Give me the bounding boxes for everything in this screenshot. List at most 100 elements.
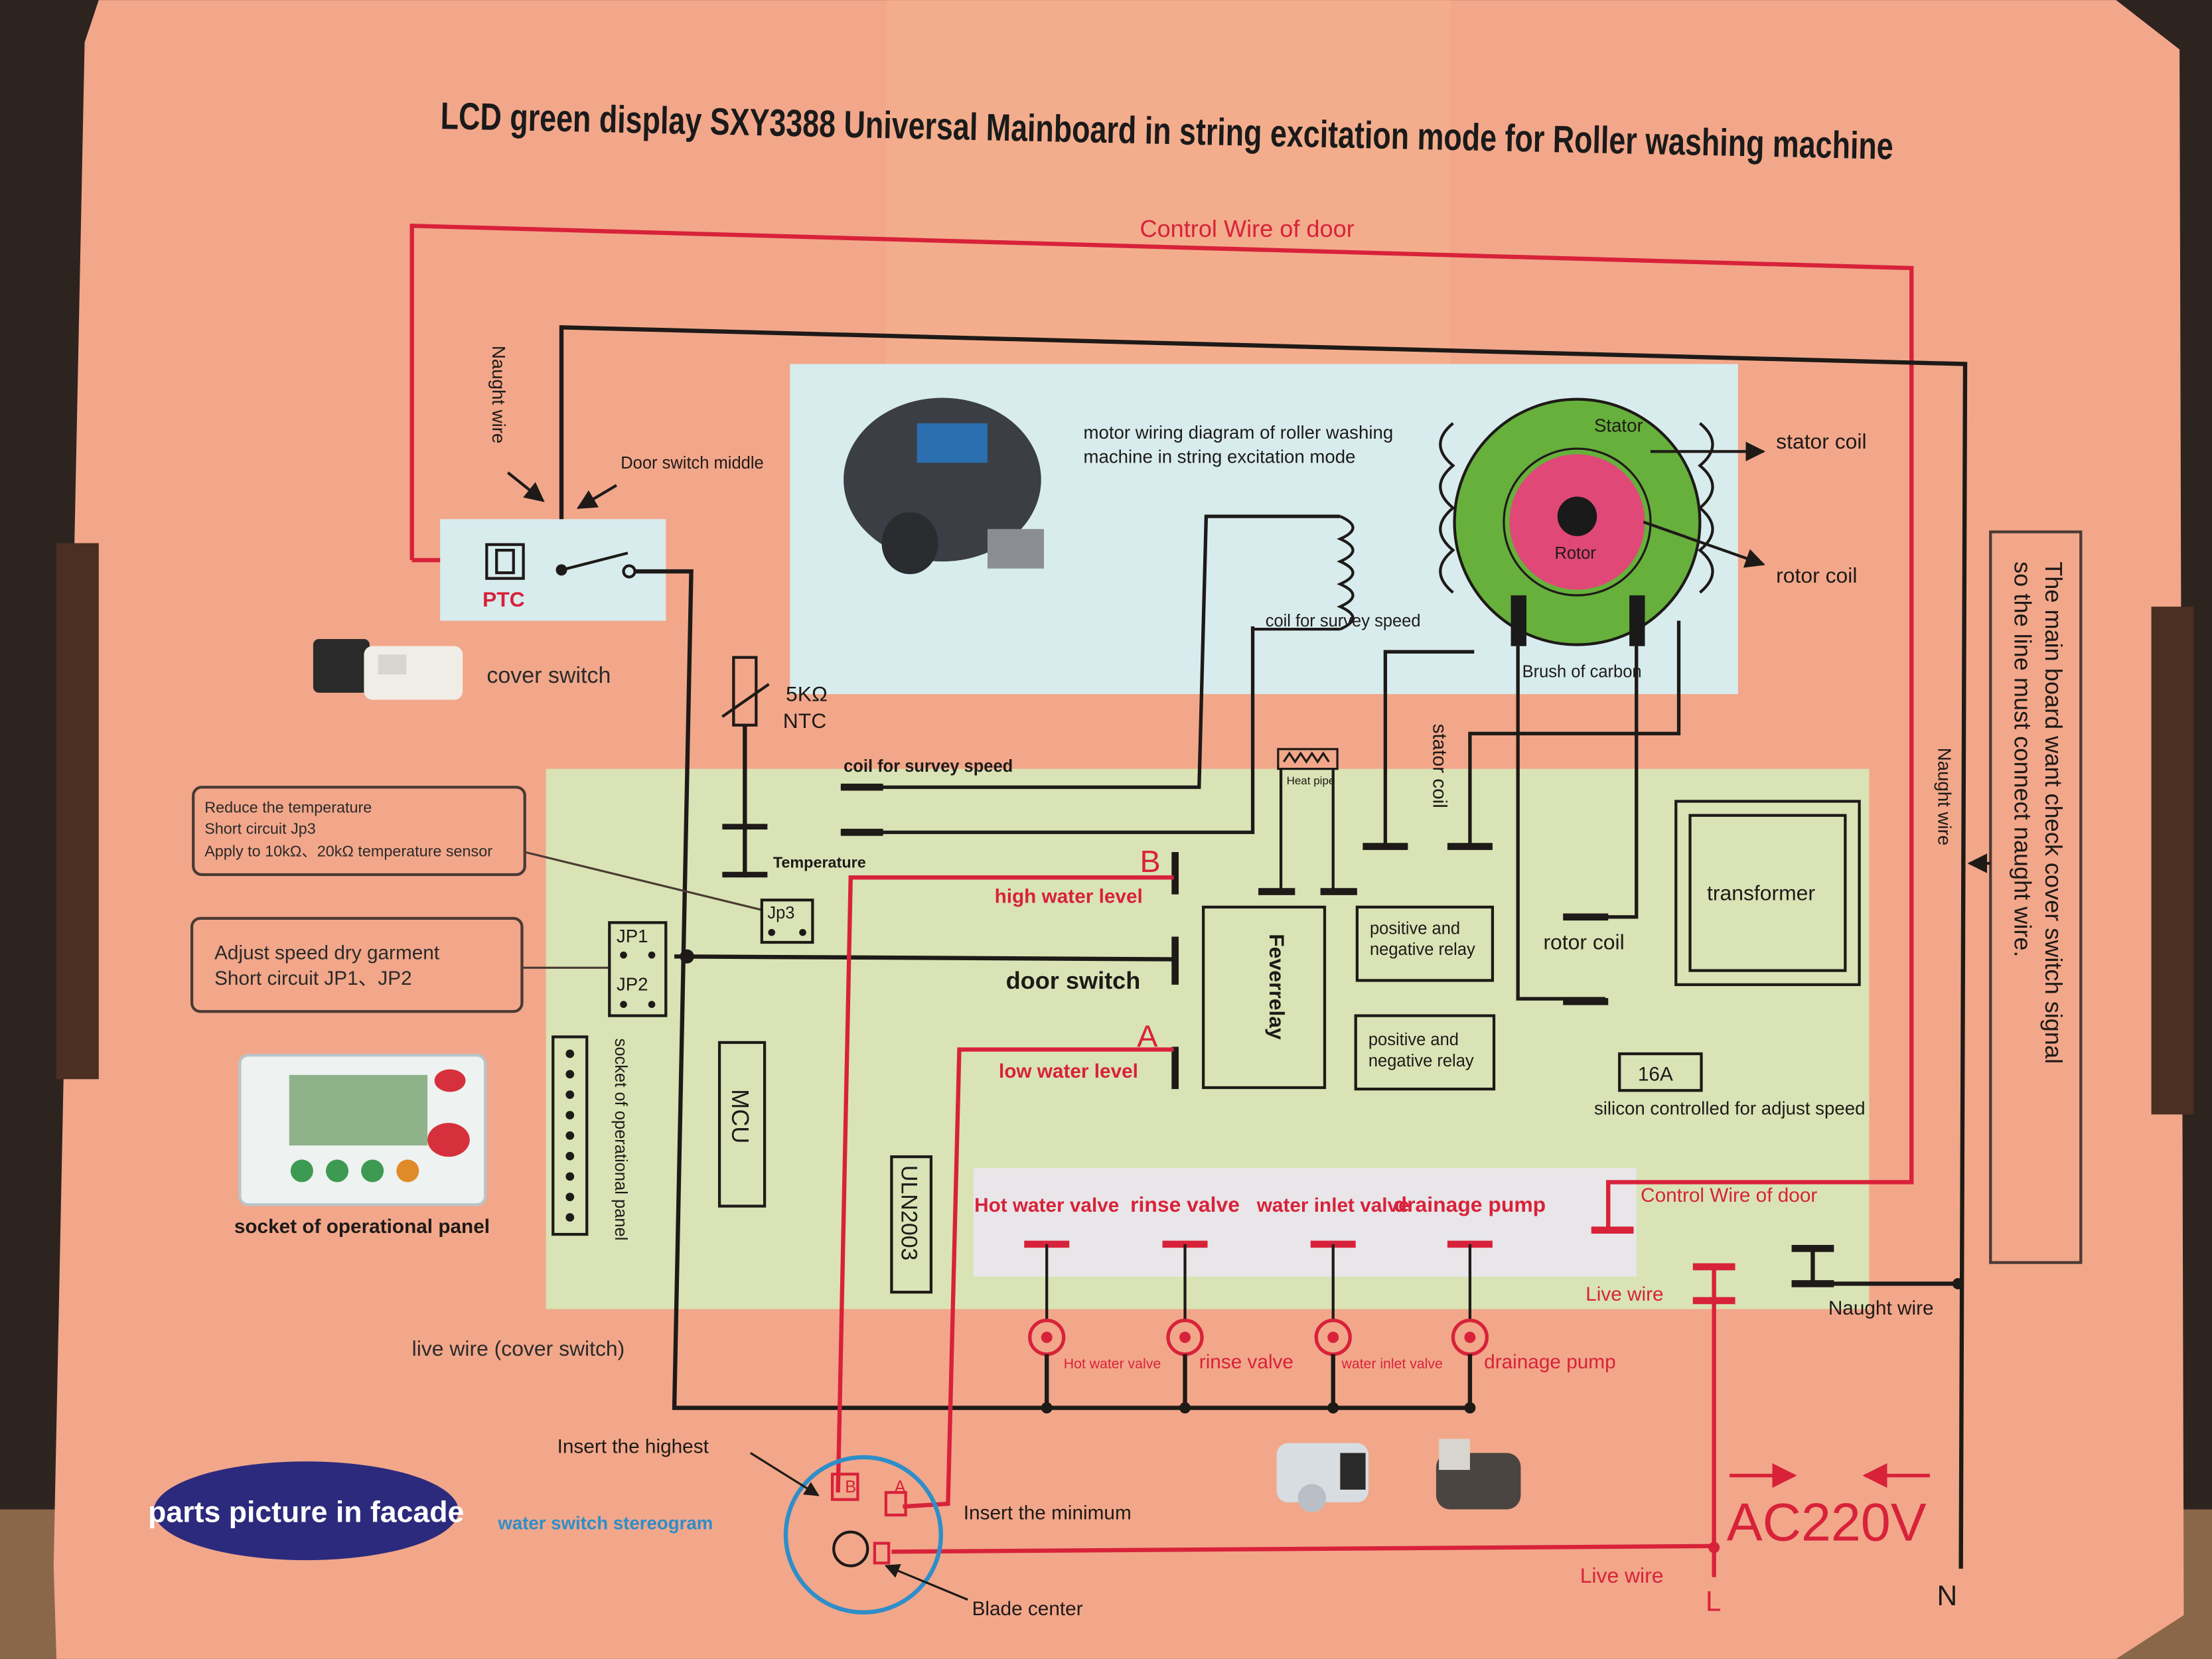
operational-panel-photo <box>238 1053 487 1206</box>
socket-vertical-label: socket of operational panel <box>611 1039 630 1241</box>
relay-2 <box>1354 1014 1496 1091</box>
relay-1 <box>1355 905 1495 982</box>
socket-pin <box>565 1213 575 1222</box>
socket-panel-label: socket of operational panel <box>234 1216 490 1238</box>
tape-strip <box>885 0 1451 382</box>
right-note-line2: so the line must connect naught wire. <box>2009 561 2036 957</box>
parts-picture-badge <box>153 1461 459 1561</box>
socket-pin <box>565 1090 575 1099</box>
note-temp-line1: Reduce the temperature <box>204 798 372 816</box>
transformer-label: transformer <box>1707 881 1815 904</box>
output-strip <box>973 1168 1637 1277</box>
relay-1-line1: positive and <box>1370 919 1460 938</box>
uln2003-chip <box>890 1155 933 1294</box>
output-label-top: rinse valve <box>1130 1192 1240 1216</box>
scr-rating-box <box>1618 1052 1703 1092</box>
board-coil-survey-label: coil for survey speed <box>844 757 1013 776</box>
svg-text:A: A <box>895 1478 906 1496</box>
stator-coil-label: stator coil <box>1776 429 1866 453</box>
relay-2-line1: positive and <box>1368 1031 1459 1049</box>
brush-label: Brush of carbon <box>1522 662 1642 681</box>
ptc-box <box>440 519 666 621</box>
motor-photo <box>844 397 1044 575</box>
jp3-jumper <box>760 899 814 944</box>
mcu-label: MCU <box>727 1089 754 1143</box>
output-label-top: Hot water valve <box>974 1194 1119 1216</box>
ptc-label: PTC <box>482 587 525 611</box>
door-switch-middle-label: Door switch middle <box>621 454 763 472</box>
ntc-value: 5KΩ <box>786 682 828 706</box>
mcu-chip <box>717 1041 767 1208</box>
naught-wire-bottom-label: Naught wire <box>1828 1297 1934 1319</box>
transformer-box <box>1674 800 1861 986</box>
output-label-top: water inlet valve <box>1256 1194 1410 1216</box>
carbon-brush-left <box>1511 595 1526 646</box>
low-water-label: low water level <box>999 1060 1138 1082</box>
socket-pin <box>565 1172 575 1181</box>
rotor-coil-label: rotor coil <box>1776 563 1857 587</box>
water-switch-stereogram: B A <box>783 1455 943 1615</box>
neutral-terminal-n: N <box>1937 1581 1958 1612</box>
socket-pin <box>565 1070 575 1079</box>
box-flap-right <box>2151 607 2194 1115</box>
socket-pin <box>565 1131 575 1140</box>
motor-caption-line1: motor wiring diagram of roller washing <box>1083 422 1393 443</box>
socket-pin <box>565 1111 575 1119</box>
cover-switch-label: cover switch <box>486 663 611 688</box>
ac220v-label: AC220V <box>1727 1492 1927 1552</box>
jp2-label: JP2 <box>617 974 648 994</box>
box-flap-left <box>56 543 99 1080</box>
feverrelay-label: Feverrelay <box>1265 934 1289 1040</box>
relay-2-line2: negative relay <box>1368 1052 1474 1070</box>
motor-coil-survey-label: coil for survey speed <box>1266 612 1421 630</box>
blade-center-label: Blade center <box>972 1598 1083 1620</box>
heat-pipe-label: Heat pipe <box>1287 774 1335 787</box>
socket-pins <box>565 1049 575 1222</box>
board-stator-coil-label: stator coil <box>1429 724 1451 808</box>
note-speed-line1: Adjust speed dry garment <box>214 942 440 964</box>
board-rotor-coil-label: rotor coil <box>1543 930 1624 954</box>
note-temp-line3: Apply to 10kΩ、20kΩ temperature sensor <box>204 842 492 859</box>
naught-wire-left-label: Naught wire <box>488 346 509 443</box>
rotor-label: Rotor <box>1554 544 1596 563</box>
live-wire-label-2: Live wire <box>1580 1563 1664 1587</box>
high-water-label: high water level <box>995 886 1143 908</box>
carbon-brush-right <box>1629 595 1645 646</box>
live-wire-cover-label: live wire (cover switch) <box>412 1336 625 1360</box>
socket-pin <box>565 1151 575 1161</box>
relay-1-line2: negative relay <box>1370 940 1475 959</box>
insert-highest-label: Insert the highest <box>557 1436 709 1458</box>
heat-pipe-icon <box>1283 751 1330 764</box>
jp-jumper-block <box>608 921 668 1017</box>
terminal-b: B <box>1140 844 1161 879</box>
feverrelay-box <box>1202 905 1327 1090</box>
stator-label: Stator <box>1594 415 1643 436</box>
control-wire-door-top-label: Control Wire of door <box>1140 215 1355 242</box>
output-label-bottom: Hot water valve <box>1064 1356 1161 1372</box>
water-switch-label: water switch stereogram <box>497 1512 713 1533</box>
output-terminals: Hot water valve rinse valve water inlet va… <box>974 1192 1616 1414</box>
ntc-type: NTC <box>783 709 827 733</box>
svg-text:B: B <box>845 1478 856 1496</box>
door-switch-label: door switch <box>1006 967 1141 994</box>
output-label-bottom: rinse valve <box>1199 1351 1293 1373</box>
socket-pin <box>565 1192 575 1202</box>
live-terminal-l: L <box>1706 1587 1722 1618</box>
pump-photo <box>1436 1439 1521 1510</box>
scr-label: silicon controlled for adjust speed <box>1594 1098 1865 1118</box>
panel-socket <box>552 1035 589 1236</box>
motor-caption-line2: machine in string excitation mode <box>1083 446 1355 467</box>
naught-wire <box>559 325 1968 1569</box>
temperature-label: Temperature <box>773 853 866 871</box>
socket-pin <box>565 1049 575 1058</box>
note-speed-line2: Short circuit JP1、JP2 <box>214 968 412 989</box>
uln2003-label: ULN2003 <box>896 1165 921 1261</box>
control-wire-door-bottom-label: Control Wire of door <box>1641 1185 1817 1206</box>
cover-switch-photo <box>313 639 463 700</box>
jp3-label: Jp3 <box>767 904 794 922</box>
survey-coil-icon <box>1337 515 1355 631</box>
live-wire-label-1: Live wire <box>1585 1283 1663 1305</box>
output-label-bottom: water inlet valve <box>1341 1356 1442 1372</box>
parts-picture-label: parts picture in facade <box>148 1496 464 1529</box>
right-note-box <box>1989 530 2083 1264</box>
